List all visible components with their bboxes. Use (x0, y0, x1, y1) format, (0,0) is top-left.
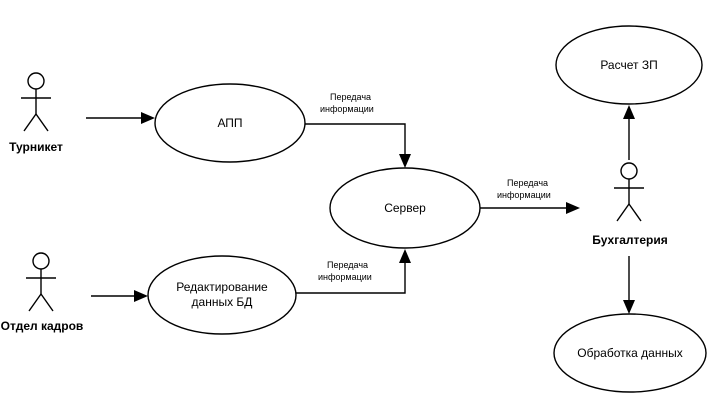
usecase-processing: Обработка данных (553, 313, 707, 393)
edge-accounting-processing (623, 256, 635, 314)
edge-app-server: Передача информации (305, 92, 411, 168)
usecase-edit-db: Редактирование данных БД (147, 255, 297, 335)
usecase-server-label: Сервер (384, 201, 426, 215)
edge-hr-editdb (91, 290, 148, 302)
actor-accounting: Бухгалтерия (592, 162, 668, 247)
actor-hr: Отдел кадров (1, 252, 84, 333)
actor-turnstile: Турникет (9, 72, 63, 154)
usecase-app-label: АПП (217, 116, 242, 130)
usecase-edit-db-label-2: данных БД (192, 295, 253, 309)
usecase-salary: Расчет ЗП (555, 25, 703, 105)
edge-app-server-label-2: информации (320, 104, 374, 114)
actor-turnstile-label: Турникет (9, 140, 63, 154)
edge-accounting-salary (623, 105, 635, 160)
usecase-salary-label: Расчет ЗП (600, 58, 657, 72)
edge-server-accounting: Передача информации (480, 178, 580, 214)
edge-turnstile-app (86, 112, 155, 124)
edge-server-accounting-label-1: Передача (507, 178, 548, 188)
actor-accounting-label: Бухгалтерия (592, 233, 668, 247)
stick-figure-icon (26, 252, 56, 312)
edge-editdb-server: Передача информации (296, 249, 411, 294)
actor-hr-label: Отдел кадров (1, 319, 84, 333)
edge-server-accounting-label-2: информации (497, 190, 551, 200)
edge-editdb-server-label-1: Передача (327, 260, 368, 270)
usecase-edit-db-label-1: Редактирование (176, 280, 268, 294)
usecase-server: Сервер (329, 167, 481, 249)
usecase-app: АПП (154, 83, 306, 163)
usecase-processing-label: Обработка данных (577, 346, 682, 360)
stick-figure-icon (21, 72, 51, 132)
edge-editdb-server-label-2: информации (318, 272, 372, 282)
stick-figure-icon (614, 162, 644, 222)
edge-app-server-label-1: Передача (330, 92, 371, 102)
